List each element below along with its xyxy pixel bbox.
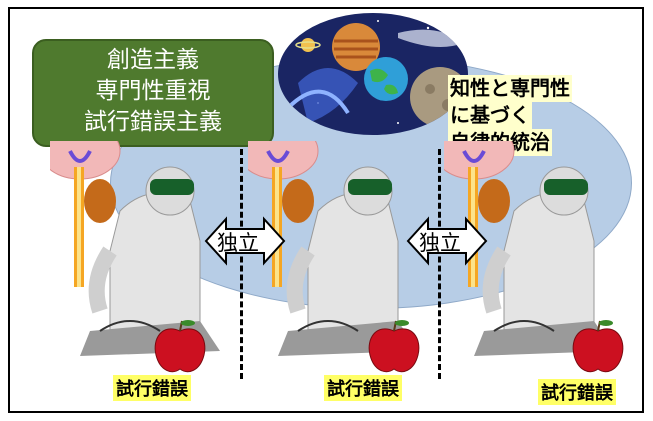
trial-and-error-caption-2: 試行錯誤 <box>324 375 402 401</box>
policy-principles-box: 創造主義 専門性重視 試行錯誤主義 <box>32 39 274 147</box>
governance-line-2: に基づく <box>448 102 532 129</box>
separator-line-2 <box>438 149 441 379</box>
principle-line-1: 創造主義 <box>107 47 199 73</box>
apple-icon <box>572 320 624 373</box>
space-planets-illustration <box>278 13 468 135</box>
double-arrow-icon <box>204 216 286 266</box>
independence-label-1: 独立 <box>217 231 259 255</box>
diagram-frame: 創造主義 専門性重視 試行錯誤主義 知性と専門性 に基づく 自律的統治 <box>8 7 644 413</box>
trial-and-error-caption-3: 試行錯誤 <box>538 379 616 405</box>
principle-line-3: 試行錯誤主義 <box>84 109 222 135</box>
trial-and-error-caption-1: 試行錯誤 <box>113 375 191 401</box>
governance-line-1: 知性と専門性 <box>448 75 572 102</box>
separator-line-1 <box>240 149 243 379</box>
principle-line-2: 専門性重視 <box>95 78 211 104</box>
apple-icon <box>154 320 206 373</box>
double-arrow-icon <box>406 216 488 266</box>
independence-label-2: 独立 <box>419 231 461 255</box>
apple-icon <box>368 320 420 373</box>
